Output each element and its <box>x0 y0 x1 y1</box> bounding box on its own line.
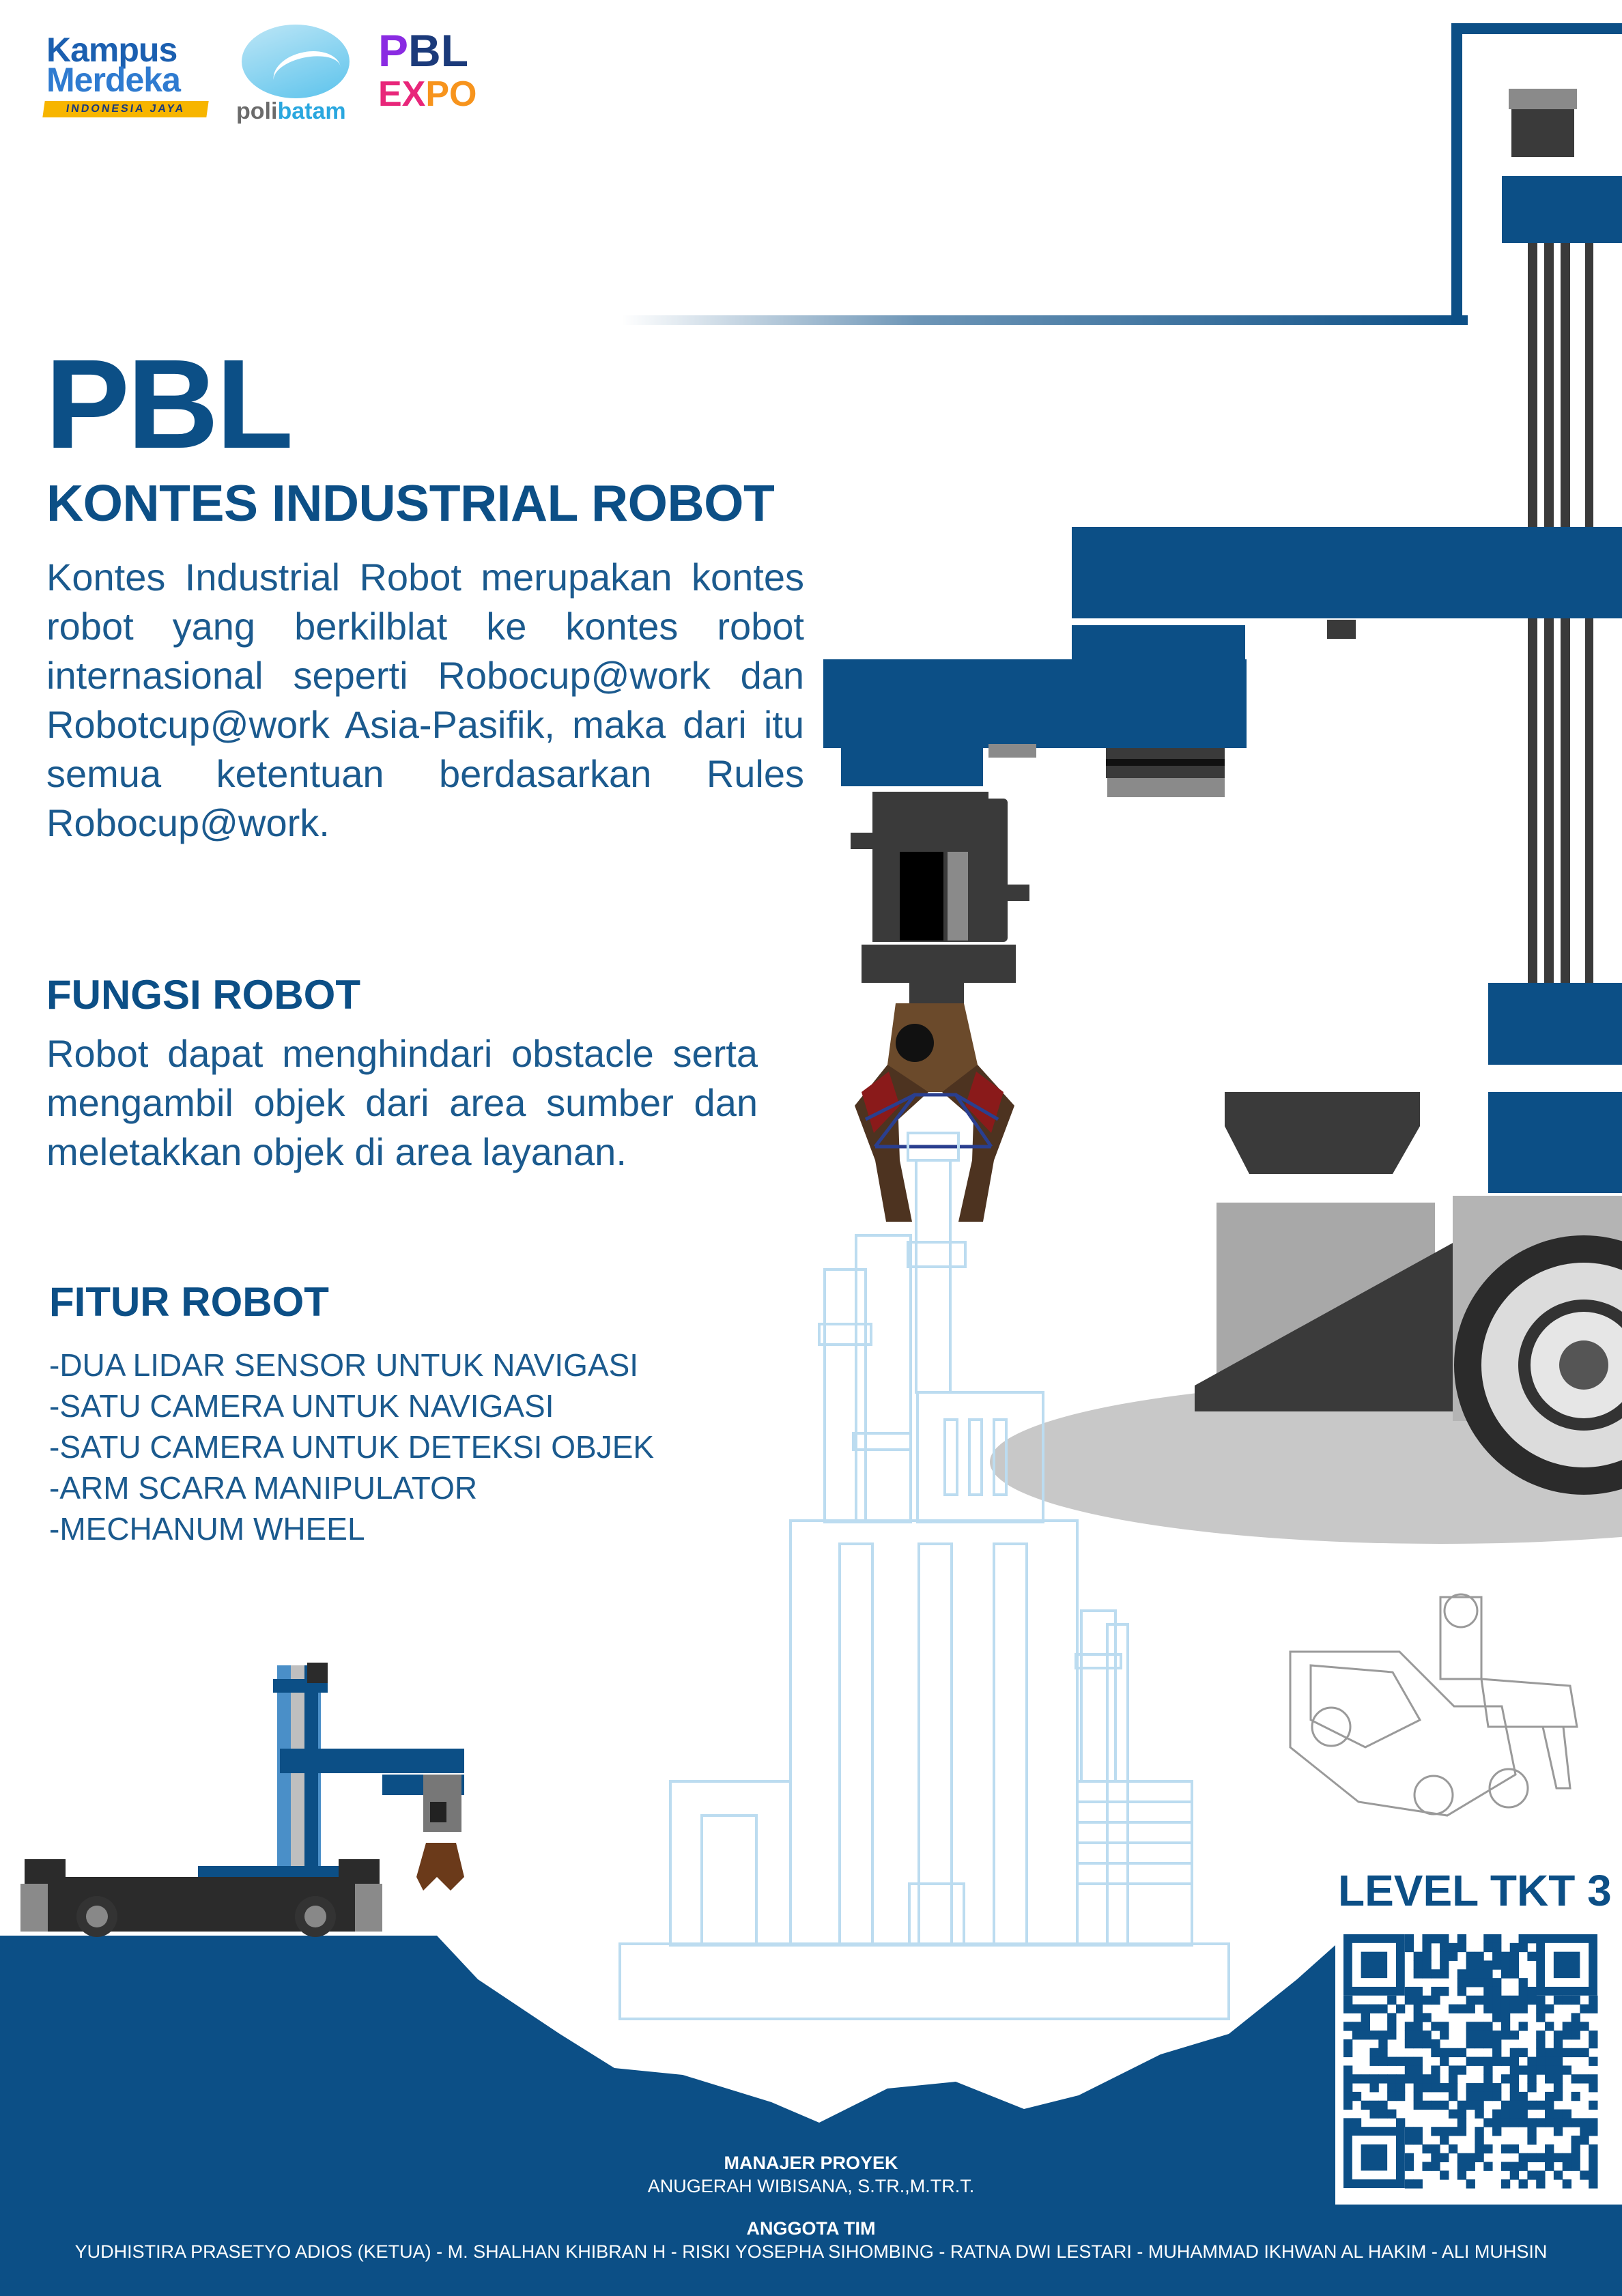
logo-text: polibatam <box>236 98 346 124</box>
fitur-heading: FITUR ROBOT <box>49 1279 329 1325</box>
building-outline-illustration <box>618 1132 1230 2020</box>
page-title: PBL <box>45 334 294 475</box>
logo-text: Kampus <box>46 31 177 69</box>
robot-arm-illustration <box>823 89 1622 1222</box>
pbl-expo-logo: PBL EXPO <box>377 25 477 134</box>
team-role: ANGGOTA TIM <box>746 2218 876 2239</box>
logo-text: PBL <box>378 25 469 76</box>
frame-line <box>621 23 1622 325</box>
ground-shape <box>0 1936 1622 2296</box>
level-label: LEVEL TKT 3 <box>1338 1866 1612 1915</box>
kampus-merdeka-logo: Kampus Merdeka INDONESIA JAYA <box>42 30 212 120</box>
polibatam-mark-icon <box>242 25 350 98</box>
fungsi-paragraph: Robot dapat menghindari obstacle serta m… <box>46 1032 758 1173</box>
fungsi-heading: FUNGSI ROBOT <box>46 972 360 1018</box>
robot-base-illustration <box>990 983 1622 1544</box>
logo-text: Merdeka <box>46 61 181 99</box>
page-subtitle: KONTES INDUSTRIAL ROBOT <box>46 474 775 532</box>
fitur-item: -DUA LIDAR SENSOR UNTUK NAVIGASI <box>49 1347 639 1383</box>
fitur-item: -MECHANUM WHEEL <box>49 1511 365 1547</box>
qr-code-icon[interactable] <box>1335 1926 1606 2196</box>
manager-role: MANAJER PROYEK <box>724 2153 898 2173</box>
fitur-list: -DUA LIDAR SENSOR UNTUK NAVIGASI -SATU C… <box>49 1345 654 1549</box>
polibatam-logo: polibatam <box>232 25 350 127</box>
team-names: YUDHISTIRA PRASETYO ADIOS (KETUA) - M. S… <box>74 2241 1548 2262</box>
logo-tagline: INDONESIA JAYA <box>42 101 209 117</box>
fitur-item: -SATU CAMERA UNTUK NAVIGASI <box>49 1388 554 1424</box>
manager-name: ANUGERAH WIBISANA, S.TR.,M.TR.T. <box>647 2176 975 2196</box>
fitur-item: -ARM SCARA MANIPULATOR <box>49 1470 478 1506</box>
fitur-item: -SATU CAMERA UNTUK DETEKSI OBJEK <box>49 1429 655 1465</box>
logo-text: EXPO <box>378 74 477 114</box>
sketch-robot-illustration <box>1289 1593 1578 1817</box>
description-paragraph: Kontes Industrial Robot merupakan kontes… <box>46 556 804 844</box>
mobile-robot-illustration <box>20 1663 464 1937</box>
